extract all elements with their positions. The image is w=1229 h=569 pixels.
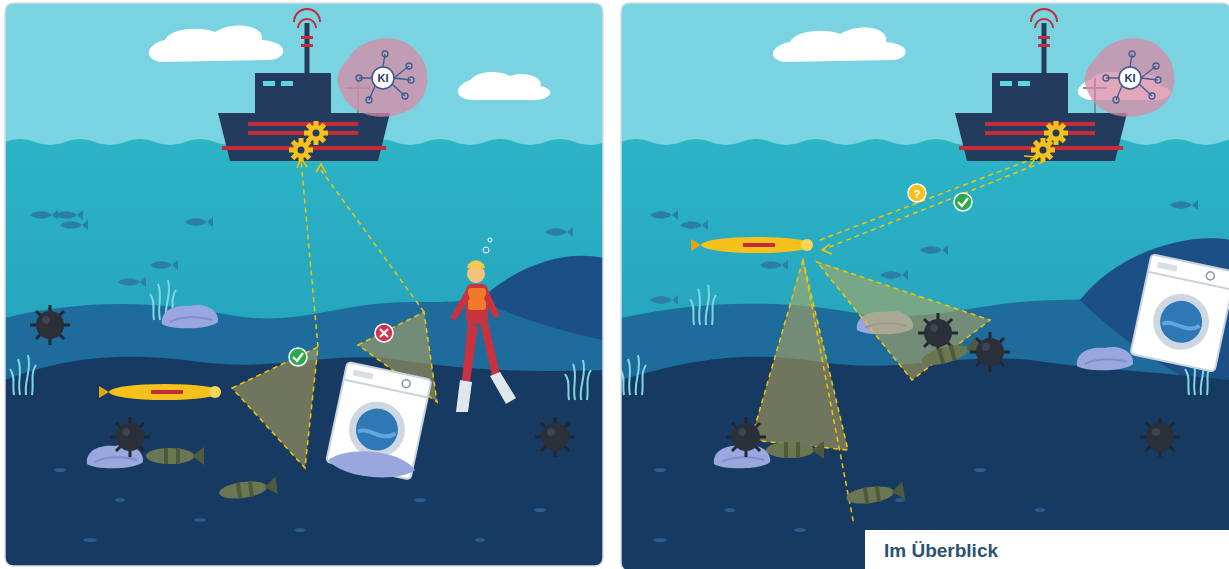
right-scene (621, 3, 1229, 569)
diver (450, 238, 516, 412)
left-scene (5, 3, 603, 566)
box-heading: Im Überblick (884, 540, 1229, 562)
icon-label: ? (907, 186, 927, 202)
icon-label: KI (1115, 70, 1145, 86)
overview-box: Im Überblick (865, 530, 1229, 569)
icon-label: KI (368, 70, 398, 86)
